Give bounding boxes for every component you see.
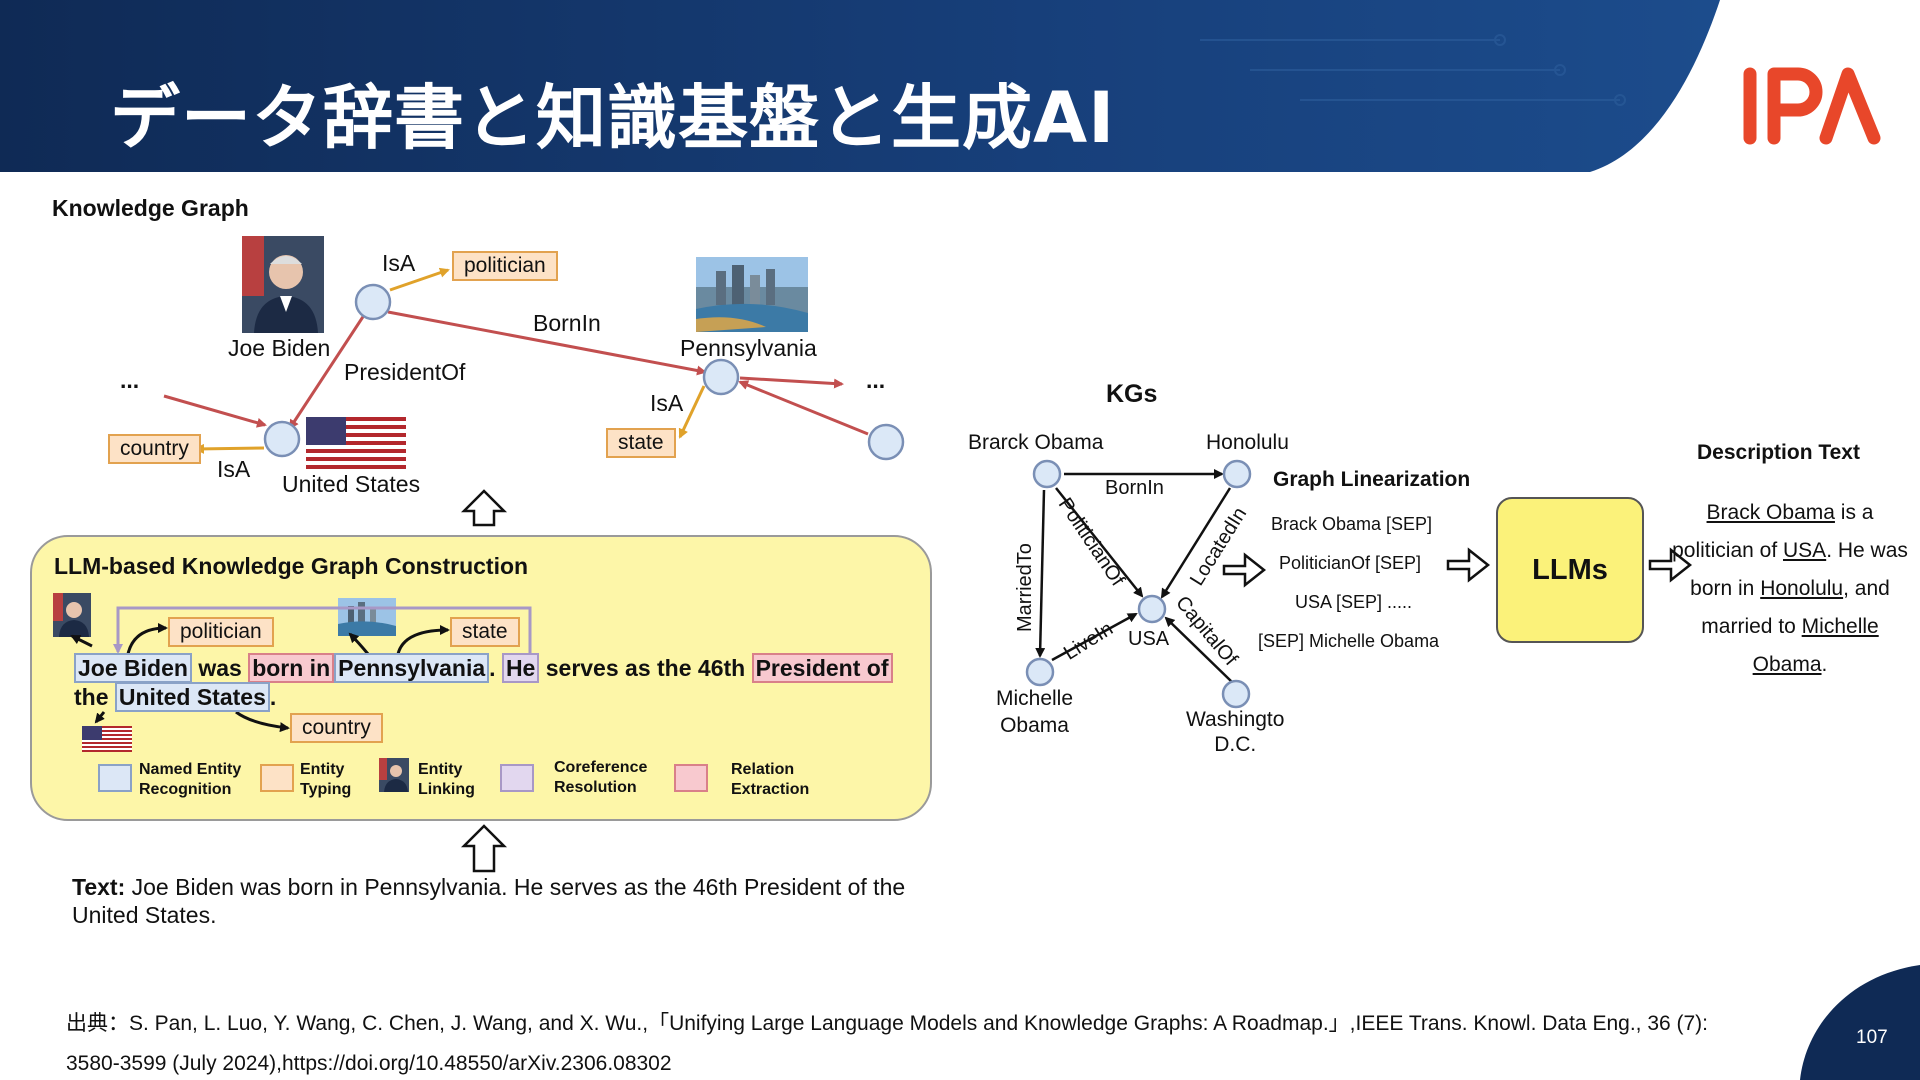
legend-swatch-coref — [500, 764, 534, 792]
right-arrow-2 — [1446, 547, 1491, 583]
kg-type-politician: politician — [452, 251, 558, 281]
us-flag-icon — [306, 417, 406, 470]
kg-label-pennsylvania: Pennsylvania — [680, 335, 817, 361]
legend-swatch-ner — [98, 764, 132, 792]
up-arrow-2 — [460, 824, 508, 873]
llm-tag-country: country — [290, 713, 383, 743]
kgs-edge-marriedto: MarriedTo — [1014, 543, 1036, 632]
input-text-body: Joe Biden was born in Pennsylvania. He s… — [72, 874, 906, 928]
kg-edges — [163, 267, 869, 454]
kg-node-pa — [702, 358, 740, 396]
kg-label-biden: Joe Biden — [228, 335, 331, 361]
period-2: . — [269, 684, 277, 710]
us-flag-thumb — [82, 726, 132, 752]
word-was: was — [198, 655, 242, 681]
linearization-title: Graph Linearization — [1273, 468, 1471, 491]
kgs-node-washington — [1221, 679, 1251, 709]
hl-president-of: President of — [751, 653, 893, 683]
slide-title: データ辞書と知識基盤と生成AI — [110, 77, 1116, 159]
kgs-label-usa: USA — [1128, 628, 1170, 650]
hl-born-in: born in — [248, 653, 335, 683]
legend-swatch-relation — [674, 764, 708, 792]
hl-pennsylvania: Pennsylvania — [334, 653, 490, 683]
hl-he: He — [501, 653, 540, 683]
pennsylvania-photo — [696, 257, 808, 332]
right-arrow-1 — [1222, 552, 1267, 588]
word-serves: serves as the 46th — [545, 655, 746, 681]
kgs-label-honolulu: Honolulu — [1206, 431, 1289, 454]
kg-type-state: state — [606, 428, 676, 458]
kgs-node-usa — [1137, 594, 1167, 624]
description-title: Description Text — [1697, 441, 1860, 464]
kg-label-bornin: BornIn — [533, 310, 601, 336]
desc-michelle-obama: Michelle Obama — [1752, 615, 1879, 676]
right-arrow-3 — [1648, 547, 1693, 583]
ipa-logo — [1743, 67, 1881, 145]
hl-united-states: United States — [114, 682, 270, 712]
llm-construction-title: LLM-based Knowledge Graph Construction — [54, 553, 529, 579]
header-band — [0, 0, 1720, 172]
kg-label-isa-3: IsA — [650, 390, 684, 416]
desc-brack-obama: Brack Obama — [1706, 501, 1835, 524]
word-the: the — [74, 684, 109, 710]
kgs-nodes — [1025, 459, 1252, 709]
desc-usa: USA — [1783, 539, 1827, 562]
kg-label-isa-1: IsA — [382, 250, 416, 276]
kg-ellipsis-left: ... — [120, 367, 140, 393]
kgs-label-barack: Brarck Obama — [968, 431, 1104, 454]
page-number: 107 — [1856, 1027, 1888, 1048]
kgs-edge-bornin: BornIn — [1105, 477, 1164, 499]
desc-honolulu: Honolulu — [1760, 577, 1844, 600]
kg-node-extra — [867, 423, 905, 461]
llm-tag-state: state — [450, 617, 520, 647]
llm-tag-politician: politician — [168, 617, 274, 647]
kg-label-united-states: United States — [282, 471, 421, 497]
description-text: Brack Obama is a politician of USA. He w… — [1672, 501, 1908, 676]
legend-swatch-typing — [260, 764, 294, 792]
kg-label-presidentof: PresidentOf — [344, 359, 466, 385]
kgs-node-honolulu — [1222, 459, 1252, 489]
period-1: . — [489, 655, 496, 681]
coref-bracket — [70, 606, 532, 733]
linearization-line-2: PoliticianOf [SEP] — [1279, 553, 1422, 573]
biden-photo — [242, 236, 324, 333]
input-text-label: Text: — [72, 874, 126, 900]
kg-type-country: country — [108, 434, 201, 464]
hl-joe-biden: Joe Biden — [74, 653, 192, 683]
kgs-node-barack — [1032, 459, 1062, 489]
linearization-line-3: USA [SEP] ..... — [1295, 592, 1413, 612]
kg-title: Knowledge Graph — [52, 195, 249, 221]
kg-label-isa-2: IsA — [217, 456, 251, 482]
kgs-node-michelle — [1025, 657, 1055, 687]
linearization-line-1: Brack Obama [SEP] — [1271, 514, 1433, 534]
kg-nodes — [263, 283, 905, 461]
kg-ellipsis-right: ... — [866, 367, 886, 393]
kgs-edges — [1035, 469, 1233, 683]
kg-node-us — [263, 420, 301, 458]
legend-linking-icon — [379, 758, 409, 792]
input-text: Text: Joe Biden was born in Pennsylvania… — [72, 873, 932, 929]
linearization-line-4: [SEP] Michelle Obama — [1258, 631, 1440, 651]
llms-label: LLMs — [1532, 553, 1608, 586]
kgs-title: KGs — [1106, 380, 1158, 408]
biden-thumb — [53, 593, 91, 637]
pennsylvania-thumb — [338, 598, 396, 636]
up-arrow-1 — [460, 489, 508, 527]
llms-box: LLMs — [1496, 497, 1644, 643]
footer-corner — [1800, 965, 1920, 1080]
kg-node-biden — [354, 283, 392, 321]
citation: 出典：S. Pan, L. Luo, Y. Wang, C. Chen, J. … — [66, 1012, 1709, 1075]
